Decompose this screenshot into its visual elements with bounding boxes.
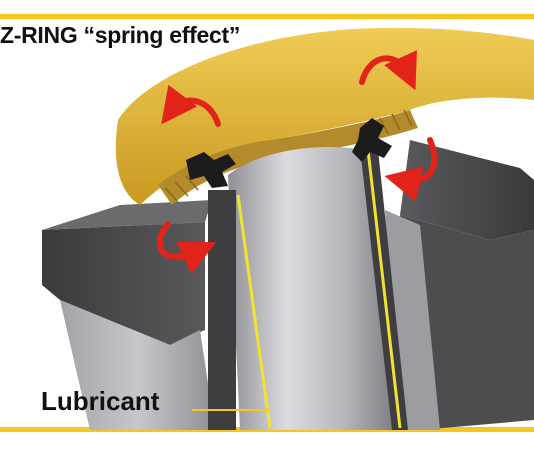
z-ring-seal-left bbox=[186, 152, 236, 188]
arrow-left-low bbox=[156, 221, 217, 274]
curved-arrow-icon bbox=[156, 50, 438, 274]
flange-thread-band bbox=[158, 110, 418, 205]
lubricant-film-right bbox=[366, 149, 402, 429]
shaft-left-sleeve bbox=[208, 190, 236, 430]
arrow-top-left bbox=[161, 84, 221, 127]
lubricant-label: Lubricant bbox=[41, 386, 160, 416]
z-ring-seal-right bbox=[352, 118, 392, 162]
yellow-flange-ring bbox=[115, 27, 534, 206]
left-lower-body bbox=[60, 300, 215, 430]
diagram-title: Z-RING “spring effect” bbox=[0, 22, 241, 48]
flange-threads bbox=[164, 109, 413, 203]
arrow-right-mid bbox=[384, 137, 438, 202]
central-shaft bbox=[228, 147, 395, 430]
top-frame-line bbox=[0, 14, 534, 19]
arrow-top-right bbox=[359, 50, 417, 91]
lubricant-film-left bbox=[236, 194, 272, 429]
